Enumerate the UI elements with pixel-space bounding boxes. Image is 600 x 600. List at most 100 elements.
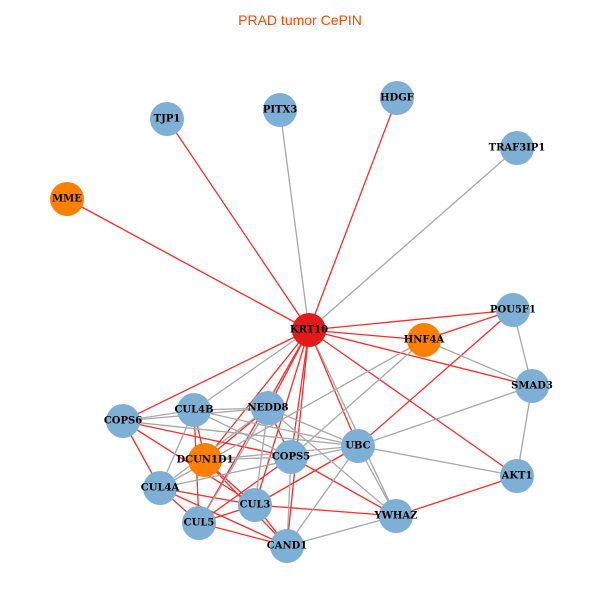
node-label: CAND1 bbox=[267, 541, 308, 552]
node-hnf4a[interactable]: HNF4A bbox=[404, 323, 445, 357]
figure-title: PRAD tumor CePIN bbox=[238, 12, 362, 28]
node-circle bbox=[496, 293, 530, 327]
edge-cul3-ywhaz bbox=[254, 504, 397, 517]
node-label: NEDD8 bbox=[247, 403, 288, 414]
edge-krt10-hdgf bbox=[308, 97, 398, 331]
edge-cul5-cops5 bbox=[198, 456, 292, 524]
node-smad3[interactable]: SMAD3 bbox=[511, 369, 553, 403]
edge-krt10-ubc bbox=[308, 329, 359, 447]
node-circle bbox=[263, 93, 297, 127]
node-circle bbox=[500, 131, 534, 165]
node-akt1[interactable]: AKT1 bbox=[500, 459, 534, 493]
node-cand1[interactable]: CAND1 bbox=[267, 529, 308, 563]
edge-cul4b-ubc bbox=[193, 409, 359, 447]
node-cops6[interactable]: COPS6 bbox=[104, 404, 142, 438]
node-circle bbox=[341, 429, 375, 463]
edge-cul4a-ubc bbox=[159, 445, 359, 489]
node-label: COPS6 bbox=[104, 416, 142, 427]
node-mme[interactable]: MME bbox=[50, 182, 84, 216]
edge-cops6-ubc bbox=[122, 420, 359, 447]
node-circle bbox=[143, 471, 177, 505]
node-label: UBC bbox=[345, 441, 370, 452]
edge-hnf4a-cops5 bbox=[290, 339, 425, 458]
node-label: DCUN1D1 bbox=[176, 455, 233, 466]
node-label: SMAD3 bbox=[511, 381, 553, 392]
edge-cops6-cops5 bbox=[122, 420, 292, 458]
node-label: CUL4A bbox=[141, 483, 180, 494]
node-dcun1d1[interactable]: DCUN1D1 bbox=[176, 443, 234, 477]
node-cul3[interactable]: CUL3 bbox=[238, 488, 272, 522]
edge-krt10-cand1 bbox=[286, 329, 310, 547]
node-label: PITX3 bbox=[263, 105, 297, 116]
edge-krt10-traf3ip1 bbox=[308, 147, 518, 331]
edge-krt10-hnf4a bbox=[308, 329, 425, 341]
node-circle bbox=[500, 459, 534, 493]
node-label: AKT1 bbox=[501, 471, 533, 482]
edge-ubc-cul3 bbox=[254, 445, 359, 506]
node-label: CUL3 bbox=[240, 500, 271, 511]
node-cops5[interactable]: COPS5 bbox=[272, 440, 310, 474]
edge-krt10-pou5f1 bbox=[308, 309, 514, 331]
edge-ubc-pou5f1 bbox=[357, 309, 514, 447]
edge-ubc-akt1 bbox=[357, 445, 518, 477]
node-circle bbox=[150, 102, 184, 136]
edge-smad3-ubc bbox=[357, 385, 533, 447]
node-label: COPS5 bbox=[272, 452, 310, 463]
node-circle bbox=[379, 499, 413, 533]
node-traf3ip1[interactable]: TRAF3IP1 bbox=[489, 131, 546, 165]
edge-krt10-cops6 bbox=[122, 329, 310, 422]
node-label: HDGF bbox=[380, 93, 414, 104]
node-circle bbox=[380, 81, 414, 115]
node-circle bbox=[182, 506, 216, 540]
node-cul4b[interactable]: CUL4B bbox=[174, 393, 214, 427]
edge-cand1-ubc bbox=[286, 445, 359, 547]
node-circle bbox=[251, 391, 285, 425]
node-circle bbox=[238, 488, 272, 522]
edge-krt10-tjp1 bbox=[166, 118, 310, 331]
node-cul4a[interactable]: CUL4A bbox=[141, 471, 180, 505]
edge-krt10-smad3 bbox=[308, 329, 533, 387]
edge-cul4a-cand1 bbox=[159, 487, 288, 547]
node-label: TRAF3IP1 bbox=[489, 143, 546, 154]
node-label: CUL4B bbox=[174, 405, 213, 416]
node-label: POU5F1 bbox=[490, 305, 536, 316]
node-circle bbox=[515, 369, 549, 403]
node-pitx3[interactable]: PITX3 bbox=[263, 93, 297, 127]
node-cul5[interactable]: CUL5 bbox=[182, 506, 216, 540]
edge-krt10-cul5 bbox=[198, 329, 310, 524]
node-circle bbox=[270, 529, 304, 563]
node-krt10[interactable]: KRT10 bbox=[290, 313, 328, 347]
node-label: YWHAZ bbox=[374, 511, 418, 522]
node-circle bbox=[188, 443, 222, 477]
edge-akt1-ywhaz bbox=[395, 475, 518, 517]
node-label: MME bbox=[52, 194, 82, 205]
edge-cul5-nedd8 bbox=[198, 407, 269, 524]
node-circle bbox=[50, 182, 84, 216]
node-circle bbox=[177, 393, 211, 427]
edge-krt10-dcun1d1 bbox=[204, 329, 310, 461]
node-label: HNF4A bbox=[404, 335, 445, 346]
edge-cops5-ywhaz bbox=[290, 456, 397, 517]
node-ywhaz[interactable]: YWHAZ bbox=[374, 499, 418, 533]
node-nedd8[interactable]: NEDD8 bbox=[247, 391, 289, 425]
node-pou5f1[interactable]: POU5F1 bbox=[490, 293, 536, 327]
node-tjp1[interactable]: TJP1 bbox=[150, 102, 184, 136]
node-circle bbox=[292, 313, 326, 347]
edge-nedd8-ywhaz bbox=[267, 407, 397, 517]
node-label: TJP1 bbox=[154, 114, 181, 125]
edge-cul4b-cops5 bbox=[193, 409, 292, 458]
edge-cand1-ywhaz bbox=[286, 515, 397, 547]
edge-krt10-akt1 bbox=[308, 329, 518, 477]
edge-hnf4a-smad3 bbox=[423, 339, 533, 387]
edge-krt10-ywhaz bbox=[308, 329, 397, 517]
node-ubc[interactable]: UBC bbox=[341, 429, 375, 463]
node-label: KRT10 bbox=[290, 325, 328, 336]
node-circle bbox=[407, 323, 441, 357]
node-circle bbox=[106, 404, 140, 438]
node-hdgf[interactable]: HDGF bbox=[380, 81, 414, 115]
edge-krt10-pitx3 bbox=[279, 109, 310, 331]
edge-krt10-mme bbox=[66, 198, 310, 331]
edge-krt10-cul4b bbox=[193, 329, 310, 411]
